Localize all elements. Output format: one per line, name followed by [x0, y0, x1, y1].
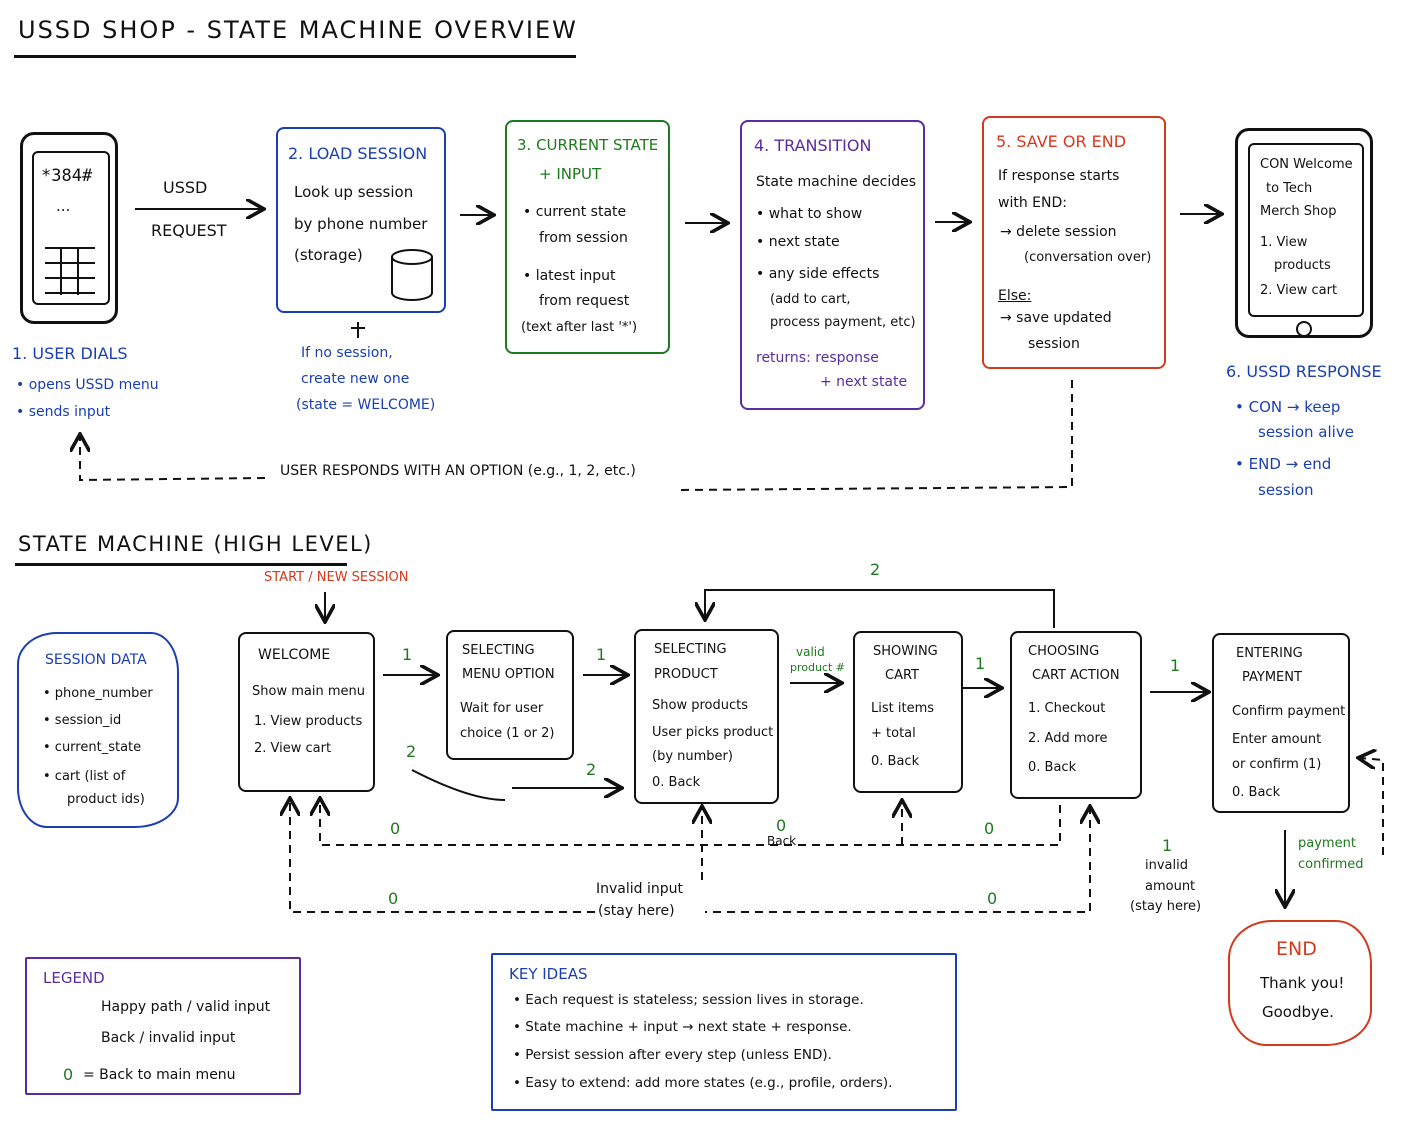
step3-current-state-box: 3. CURRENT STATE + INPUT • current state…: [505, 120, 670, 354]
edge-label-invalid-amount: invalid: [1145, 858, 1188, 873]
edge-label-payment-confirmed: payment: [1298, 836, 1356, 851]
edge-label-0: 0: [776, 816, 787, 835]
step2-note: create new one: [301, 371, 410, 387]
home-button-icon: [1296, 321, 1312, 337]
edge-label-payment-confirmed: confirmed: [1298, 857, 1364, 872]
step2-heading: 2. LOAD SESSION: [288, 144, 428, 163]
step3-heading: 3. CURRENT STATE: [517, 136, 659, 154]
dial-dots: ...: [56, 197, 71, 215]
edge-label-1: 1: [402, 645, 413, 664]
step4-transition-box: 4. TRANSITION State machine decides • wh…: [740, 120, 925, 410]
edge-label-2: 2: [586, 760, 597, 779]
step1-item: • opens USSD menu: [16, 377, 159, 393]
state-choosing-cart-action: CHOOSING CART ACTION 1. Checkout 2. Add …: [1010, 631, 1142, 799]
edge-label-1: 1: [975, 654, 986, 673]
state-machine-title: STATE MACHINE (HIGH LEVEL): [18, 532, 373, 556]
step6-heading: 6. USSD RESPONSE: [1226, 362, 1382, 381]
step5-heading: 5. SAVE OR END: [996, 132, 1127, 151]
edge-label-valid: valid: [796, 645, 825, 659]
dial-code: *384#: [41, 166, 93, 186]
page-title: USSD SHOP - STATE MACHINE OVERVIEW: [18, 16, 578, 44]
state-selecting-product: SELECTING PRODUCT Show products User pic…: [634, 629, 779, 804]
title-underline: [14, 55, 576, 58]
state-entering-payment: ENTERING PAYMENT Confirm payment Enter a…: [1212, 633, 1350, 813]
edge-label-invalid-amount: amount: [1145, 879, 1196, 894]
start-label: START / NEW SESSION: [264, 570, 409, 585]
keypad-icon: [45, 247, 95, 295]
edge-label-invalid-amount: 1: [1162, 836, 1173, 855]
edge-label-invalid-input: (stay here): [598, 903, 675, 919]
state-selecting-menu-option: SELECTING MENU OPTION Wait for user choi…: [446, 630, 574, 760]
step5-save-or-end-box: 5. SAVE OR END If response starts with E…: [982, 116, 1166, 369]
state-welcome: WELCOME Show main menu 1. View products …: [238, 632, 375, 792]
edge-label-0: 0: [987, 889, 998, 908]
step1-item: • sends input: [16, 404, 111, 420]
edge-label-2: 2: [870, 560, 881, 579]
loop-label: USER RESPONDS WITH AN OPTION (e.g., 1, 2…: [280, 463, 636, 479]
edge-label-0: 0: [984, 819, 995, 838]
phone-user: *384# ...: [20, 132, 118, 324]
ussd-request-label-1: USSD: [163, 178, 208, 197]
state-showing-cart: SHOWING CART List items + total 0. Back: [853, 631, 963, 793]
database-icon: [391, 249, 433, 301]
edge-label-0: 0: [388, 889, 399, 908]
edge-label-2: 2: [406, 742, 417, 761]
step2-note: If no session,: [301, 345, 393, 361]
session-data-cloud: SESSION DATA • phone_number • session_id…: [17, 632, 179, 828]
legend-box: LEGEND Happy path / valid input Back / i…: [25, 957, 301, 1095]
edge-label-invalid-amount: (stay here): [1130, 899, 1202, 914]
step1-heading: 1. USER DIALS: [12, 344, 128, 363]
edge-label-invalid-input: Invalid input: [596, 881, 683, 897]
step2-note: (state = WELCOME): [296, 397, 436, 413]
step4-heading: 4. TRANSITION: [754, 136, 872, 155]
step2-load-session-box: 2. LOAD SESSION Look up session by phone…: [276, 127, 446, 313]
edge-label-1: 1: [1170, 656, 1181, 675]
ussd-request-label-2: REQUEST: [151, 221, 227, 240]
edge-label-1: 1: [596, 645, 607, 664]
key-ideas-box: KEY IDEAS • Each request is stateless; s…: [491, 953, 957, 1111]
edge-label-back: Back: [767, 834, 797, 848]
edge-label-0: 0: [390, 819, 401, 838]
edge-label-valid: product #: [790, 661, 846, 674]
state-end: END Thank you! Goodbye.: [1228, 920, 1372, 1046]
phone-response: CON Welcome to Tech Merch Shop 1. View p…: [1235, 128, 1373, 338]
